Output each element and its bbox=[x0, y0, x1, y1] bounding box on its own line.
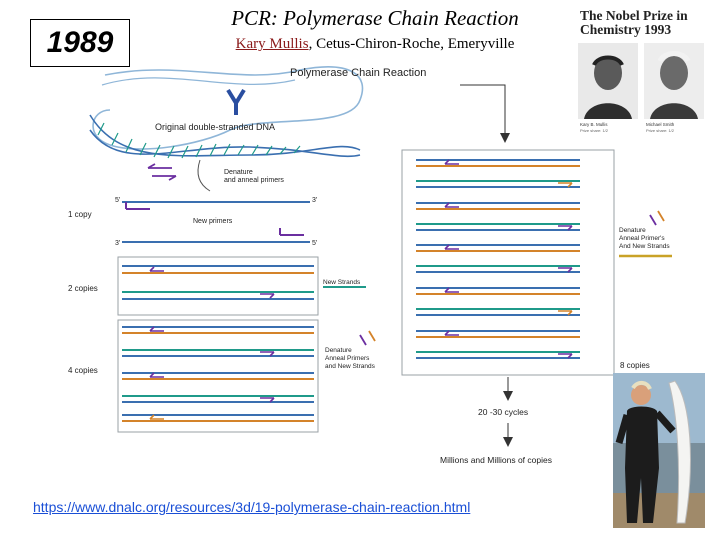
four-copies-panel bbox=[117, 319, 319, 433]
denature-label-3a: Denature bbox=[619, 227, 646, 234]
slide-subtitle: Kary Mullis, Cetus-Chiron-Roche, Emeryvi… bbox=[200, 36, 550, 53]
nobel-title-line1: The Nobel Prize in bbox=[580, 8, 688, 23]
diagram-heading: Polymerase Chain Reaction bbox=[290, 67, 426, 79]
cycles-label: 20 -30 cycles bbox=[478, 407, 528, 417]
curved-arrow bbox=[197, 159, 211, 192]
denature-label-1b: and anneal primers bbox=[224, 177, 284, 184]
denature-arrows-3 bbox=[649, 210, 665, 226]
flow-line-top bbox=[460, 84, 506, 135]
eight-copies-strands bbox=[416, 159, 580, 359]
new-primers-label: New primers bbox=[193, 218, 233, 225]
subtitle-affiliation: , Cetus-Chiron-Roche, Emeryville bbox=[308, 36, 515, 52]
two-copies-panel bbox=[117, 256, 319, 316]
four-copies-strands bbox=[122, 326, 314, 422]
two-copies-strands bbox=[122, 265, 314, 300]
four-copies-label: 4 copies bbox=[68, 366, 98, 375]
two-copies-label: 2 copies bbox=[68, 284, 98, 293]
nobel-laureate-photos: Kary B. Mullis Prize share: 1/2 Michael … bbox=[578, 43, 704, 133]
three-prime-label-top: 3' bbox=[312, 197, 317, 204]
primer-arrows-1 bbox=[147, 163, 177, 181]
slide-title: PCR: Polymerase Chain Reaction bbox=[231, 6, 519, 30]
denature-label-2c: and New Strands bbox=[325, 363, 376, 370]
denature-label-2a: Denature bbox=[325, 347, 352, 354]
three-prime-label-bottom: 3' bbox=[115, 240, 120, 247]
person1-name: Kary B. Mullis bbox=[580, 122, 608, 127]
kary-mullis-link[interactable]: Kary Mullis bbox=[235, 36, 309, 52]
original-dna-label: Original double-stranded DNA bbox=[155, 122, 275, 132]
dnalc-resource-link[interactable]: https://www.dnalc.org/resources/3d/19-po… bbox=[33, 499, 471, 515]
person1-share: Prize share: 1/2 bbox=[580, 128, 609, 133]
person2-name: Michael Smith bbox=[646, 122, 675, 127]
flow-arrowhead-mid bbox=[503, 391, 513, 401]
surfer-photo bbox=[613, 373, 705, 528]
pcr-diagram: Polymerase Chain Reaction Original doubl… bbox=[68, 66, 672, 465]
nobel-title-line2: Chemistry 1993 bbox=[580, 22, 672, 37]
eight-copies-label: 8 copies bbox=[620, 361, 650, 370]
new-strands-label: New Strands bbox=[323, 279, 361, 286]
nobel-title: The Nobel Prize in Chemistry 1993 bbox=[580, 9, 705, 37]
eight-copies-panel bbox=[401, 149, 615, 376]
five-prime-label-top: 5' bbox=[115, 197, 120, 204]
flow-arrowhead-top bbox=[500, 133, 510, 143]
flow-arrowhead-bottom bbox=[503, 437, 513, 447]
original-dna-helix bbox=[89, 66, 364, 159]
person2-share: Prize share: 1/2 bbox=[646, 128, 675, 133]
denature-label-3c: And New Strands bbox=[619, 243, 670, 250]
primer-bottom bbox=[279, 228, 304, 236]
one-copy-label: 1 copy bbox=[68, 210, 92, 219]
denature-label-2b: Anneal Primers bbox=[325, 355, 370, 362]
denature-arrows-2 bbox=[359, 330, 376, 346]
nobel-prize-panel: The Nobel Prize in Chemistry 1993 Kary B… bbox=[575, 5, 707, 138]
year-label: 1989 bbox=[30, 19, 130, 67]
primer-top bbox=[125, 202, 150, 210]
millions-label: Millions and Millions of copies bbox=[440, 455, 552, 465]
denature-label-1a: Denature bbox=[224, 169, 253, 176]
five-prime-label-bottom: 5' bbox=[312, 240, 317, 247]
denature-label-3b: Anneal Primer's bbox=[619, 235, 665, 242]
